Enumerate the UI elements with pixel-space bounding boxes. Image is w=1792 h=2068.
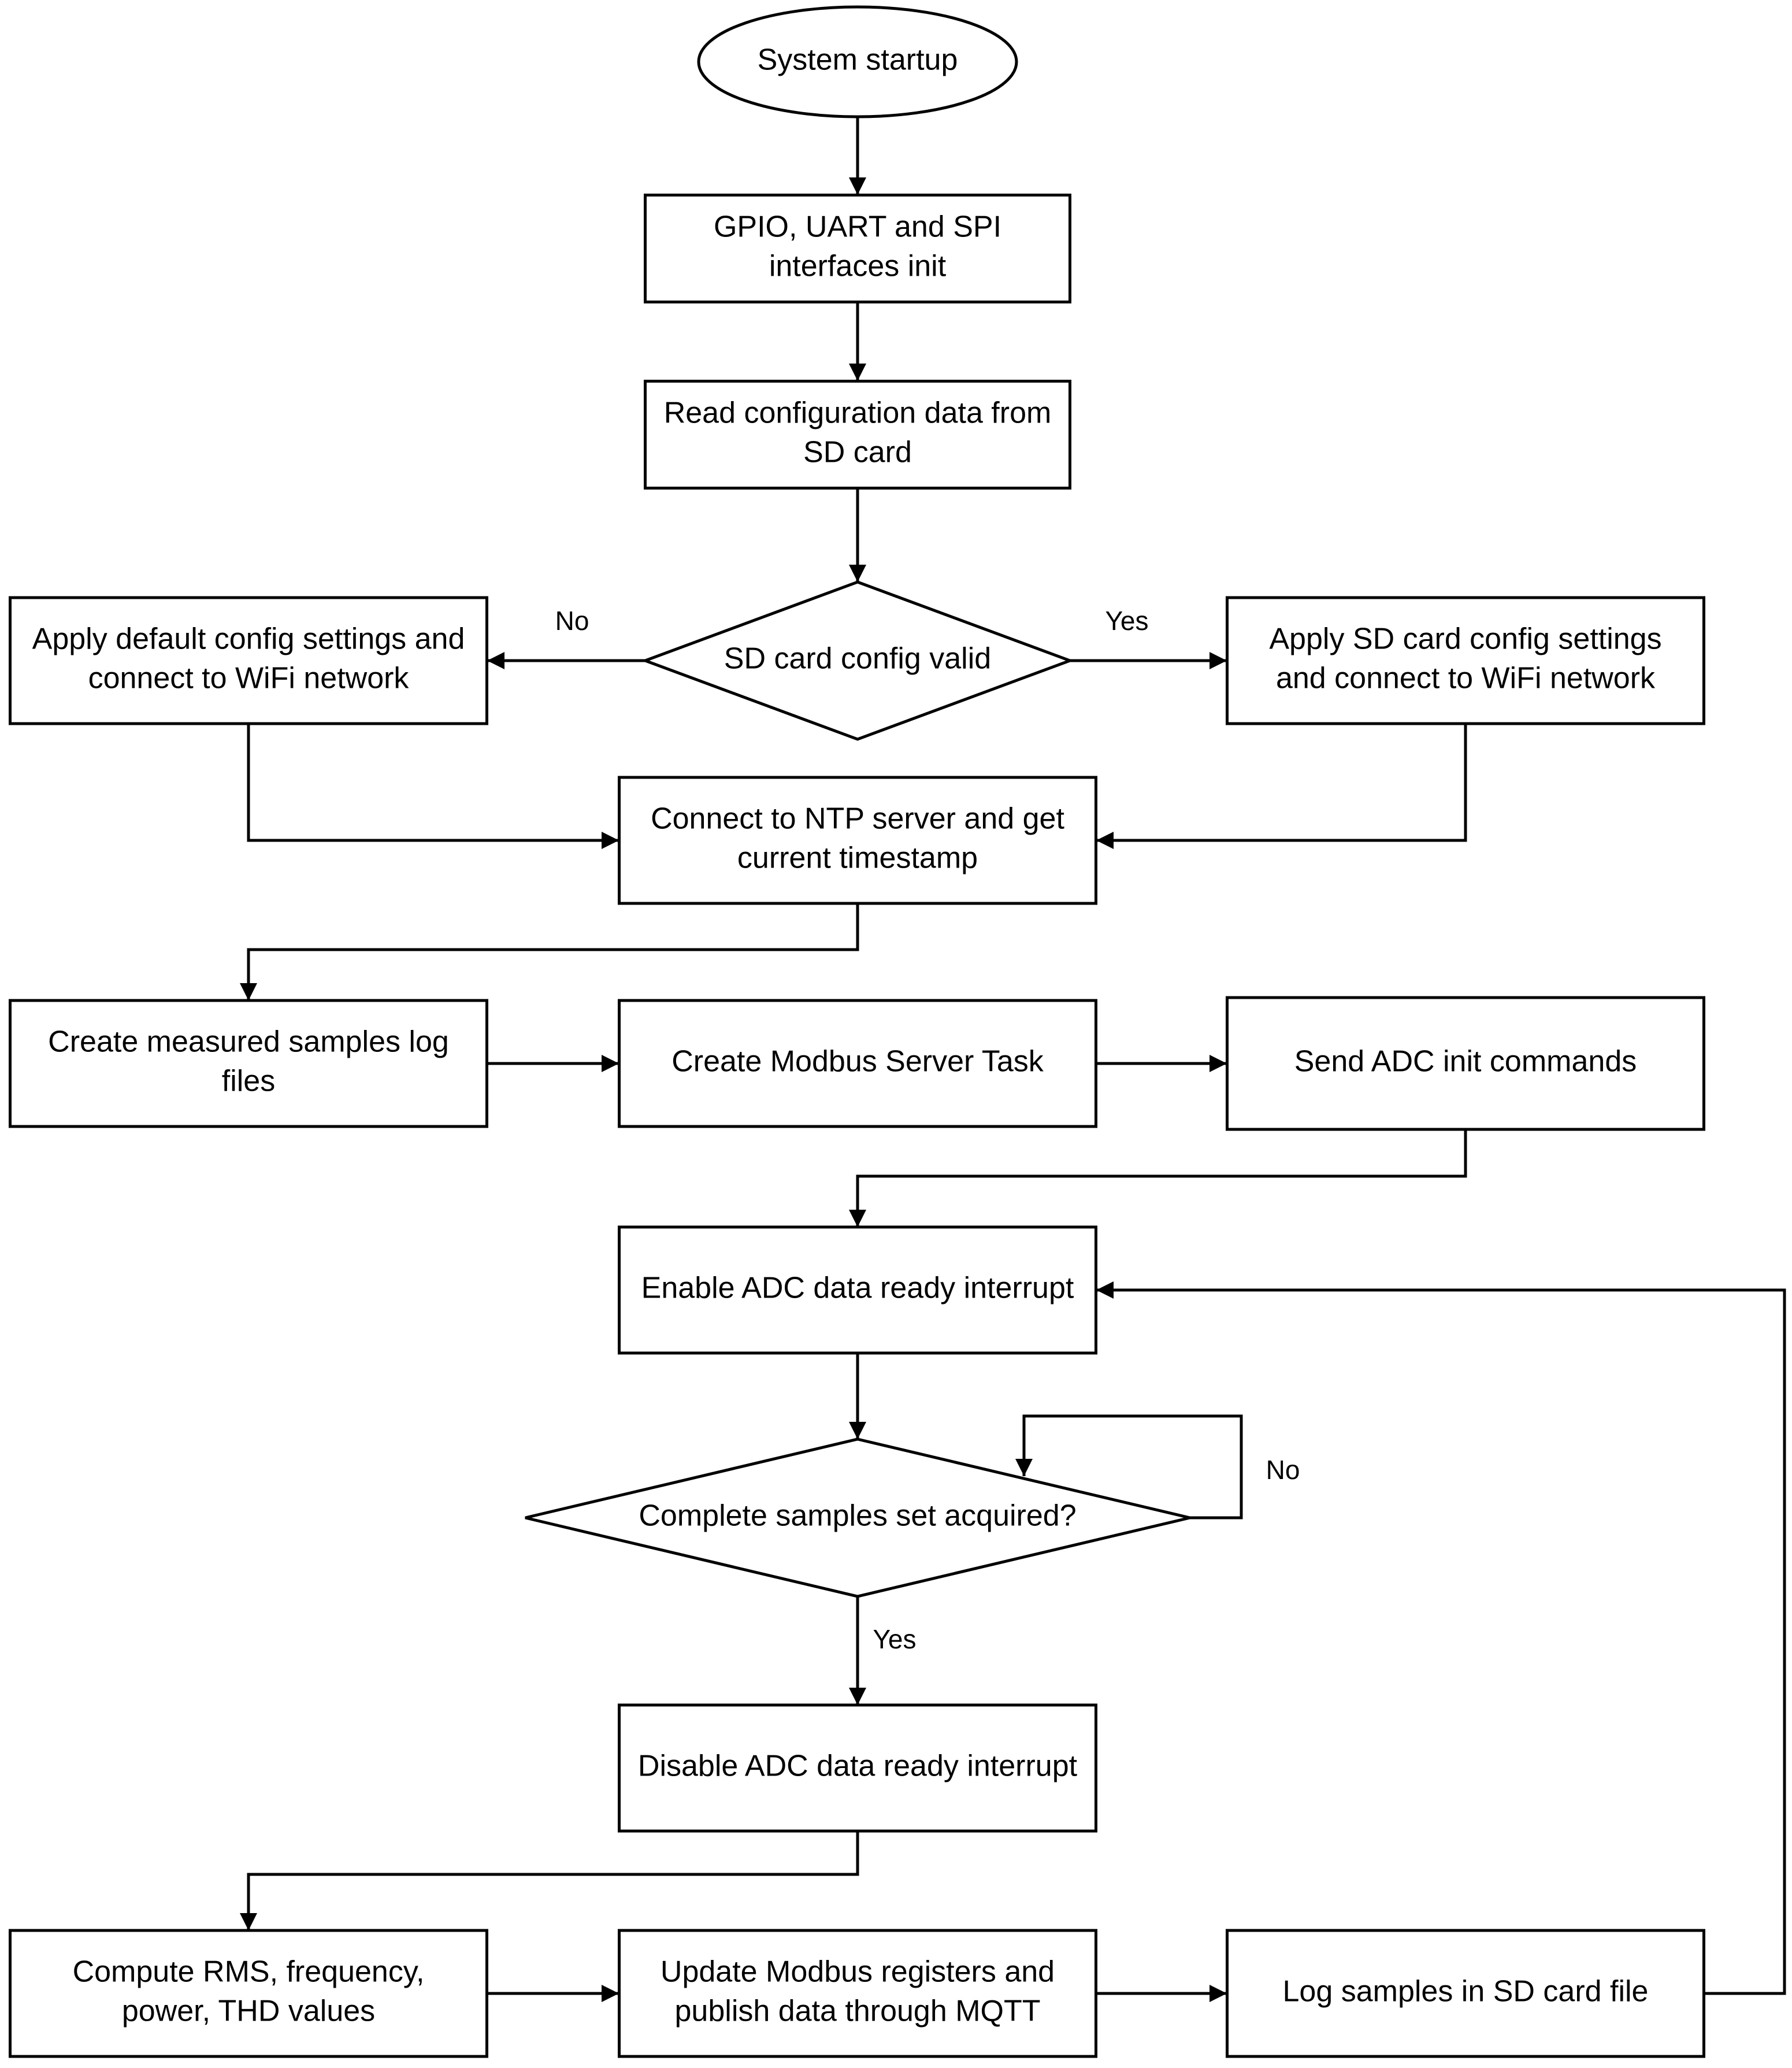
connector-sdcfg-to-ntp (1096, 724, 1467, 849)
node-ntp: Connect to NTP server and get current tim… (618, 776, 1097, 905)
node-valid: SD card config valid (641, 580, 1074, 741)
node-label: Apply SD card config settings (1269, 622, 1661, 656)
node-init: GPIO, UART and SPI interfaces init (644, 194, 1071, 303)
decision-diamond (525, 1437, 1190, 1598)
process-box (618, 1929, 1097, 2058)
edge-label-no-valid-default: No (555, 606, 589, 636)
process-box (618, 1703, 1097, 1833)
node-label: Disable ADC data ready interrupt (638, 1750, 1078, 1783)
node-label: Send ADC init commands (1294, 1045, 1637, 1079)
node-label: power, THD values (122, 1995, 375, 2028)
process-box (9, 1929, 488, 2058)
node-label: System startup (758, 43, 958, 77)
edge-label-no-complete-complete: No (1266, 1455, 1300, 1485)
node-label: Connect to NTP server and get (651, 802, 1064, 836)
terminal-shape (697, 5, 1018, 118)
node-label: interfaces init (769, 250, 947, 283)
node-label: Log samples in SD card file (1283, 1975, 1649, 2008)
node-label: SD card config valid (724, 642, 991, 676)
process-box (1226, 596, 1705, 725)
node-label: Read configuration data from (664, 396, 1052, 430)
node-update: Update Modbus registers and publish data … (618, 1929, 1097, 2058)
process-box (644, 194, 1071, 303)
process-box (618, 999, 1097, 1128)
node-label: Complete samples set acquired? (639, 1499, 1076, 1533)
node-label: files (222, 1065, 275, 1098)
process-box (1226, 996, 1705, 1131)
node-label: current timestamp (737, 842, 978, 875)
node-adcinit: Send ADC init commands (1226, 996, 1705, 1131)
node-default: Apply default config settings and connect… (9, 596, 488, 725)
node-label: and connect to WiFi network (1276, 662, 1656, 695)
node-readcfg: Read configuration data from SD card (644, 380, 1071, 490)
process-box (618, 1225, 1097, 1355)
decision-diamond (641, 580, 1074, 741)
node-label: GPIO, UART and SPI (714, 210, 1001, 244)
node-start: System startup (697, 5, 1018, 118)
connector-logsd-to-enable (1096, 1281, 1786, 1995)
connector-adcinit-to-enable (849, 1129, 1467, 1227)
node-label: connect to WiFi network (88, 662, 410, 695)
node-compute: Compute RMS, frequency, power, THD values (9, 1929, 488, 2058)
connector-default-to-ntp (247, 724, 619, 849)
edge-label-yes-complete-disable: Yes (873, 1624, 916, 1654)
node-label: Compute RMS, frequency, (73, 1955, 425, 1989)
node-label: SD card (803, 436, 912, 469)
process-box (644, 380, 1071, 490)
node-logsd: Log samples in SD card file (1226, 1929, 1705, 2058)
node-label: Update Modbus registers and (661, 1955, 1055, 1989)
node-label: Enable ADC data ready interrupt (641, 1272, 1074, 1305)
connector-ntp-to-logfiles (240, 903, 859, 1000)
node-sdcfg: Apply SD card config settings and connect… (1226, 596, 1705, 725)
node-complete: Complete samples set acquired? (525, 1437, 1190, 1598)
node-disable: Disable ADC data ready interrupt (618, 1703, 1097, 1833)
edge-label-yes-valid-sdcfg: Yes (1105, 606, 1148, 636)
connector-disable-to-compute (240, 1831, 859, 1930)
node-label: Create Modbus Server Task (671, 1045, 1044, 1079)
node-logfiles: Create measured samples log files (9, 999, 488, 1128)
process-box (9, 596, 488, 725)
node-label: Create measured samples log (48, 1025, 449, 1059)
node-label: publish data through MQTT (675, 1995, 1041, 2028)
connector-complete-to-complete (1015, 1414, 1243, 1520)
node-modbus: Create Modbus Server Task (618, 999, 1097, 1128)
node-enable: Enable ADC data ready interrupt (618, 1225, 1097, 1355)
process-box (618, 776, 1097, 905)
node-label: Apply default config settings and (32, 622, 465, 656)
process-box (1226, 1929, 1705, 2058)
process-box (9, 999, 488, 1128)
